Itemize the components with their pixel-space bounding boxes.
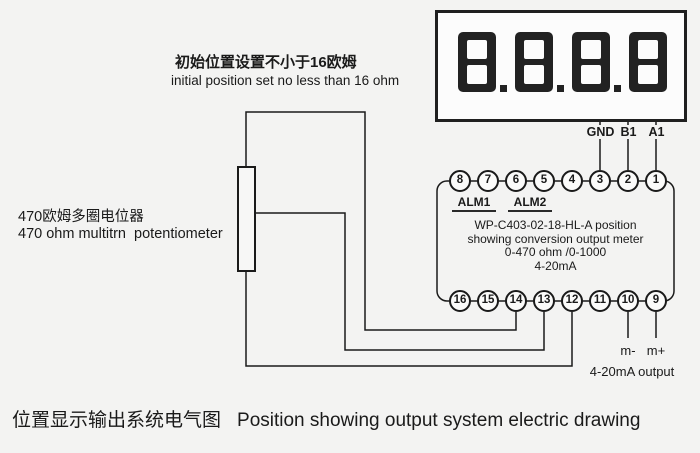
meter-desc-line: showing conversion output meter: [467, 231, 644, 246]
display-digit-3: [572, 32, 610, 92]
terminal-16: 16: [449, 290, 471, 312]
terminal-7: 7: [477, 170, 499, 192]
meter-range-line: 0-470 ohm /0-1000: [504, 245, 607, 259]
alm1-underline: [452, 210, 496, 212]
label-b1: B1: [619, 125, 638, 139]
decimal-point: [614, 85, 621, 92]
drawing-caption: 位置显示输出系统电气图 Position showing output syst…: [12, 405, 698, 432]
annotation-initial-position-en: initial position set no less than 16 ohm: [171, 73, 400, 88]
terminal-12: 12: [561, 290, 583, 312]
terminal-1: 1: [645, 170, 667, 192]
digit-window: [581, 40, 601, 59]
digit-window: [638, 40, 658, 59]
meter-description: WP-C403-02-18-HL-A position showing conv…: [437, 218, 674, 273]
terminal-8: 8: [449, 170, 471, 192]
digit-window: [581, 65, 601, 84]
meter-model-line: WP-C403-02-18-HL-A position: [474, 218, 637, 232]
terminal-5: 5: [533, 170, 555, 192]
digit-window: [467, 40, 487, 59]
potentiometer-symbol: [237, 166, 256, 272]
terminal-11: 11: [589, 290, 611, 312]
label-gnd: GND: [585, 125, 616, 139]
digit-window: [467, 65, 487, 84]
wire-pot-bottom-to-terminal-12: [245, 272, 573, 367]
label-alm2: ALM2: [513, 195, 547, 209]
decimal-point: [500, 85, 507, 92]
label-a1: A1: [647, 125, 666, 139]
decimal-point: [557, 85, 564, 92]
digit-window: [638, 65, 658, 84]
terminal-9: 9: [645, 290, 667, 312]
display-digit-2: [515, 32, 553, 92]
annotation-initial-position-cn: 初始位置设置不小于16欧姆: [175, 54, 357, 71]
label-m-minus: m-: [620, 343, 636, 358]
terminal-15: 15: [477, 290, 499, 312]
display-digit-1: [458, 32, 496, 92]
terminal-13: 13: [533, 290, 555, 312]
potentiometer-label-cn: 470欧姆多圈电位器: [18, 209, 144, 225]
caption-cn: 位置显示输出系统电气图: [12, 410, 222, 431]
label-4-20ma-output: 4-20mA output: [589, 364, 675, 379]
digit-window: [524, 65, 544, 84]
label-m-plus: m+: [646, 343, 666, 358]
terminal-2: 2: [617, 170, 639, 192]
caption-en: Position showing output system electric …: [237, 410, 641, 431]
digit-window: [524, 40, 544, 59]
display-digit-4: [629, 32, 667, 92]
terminal-6: 6: [505, 170, 527, 192]
potentiometer-label-en: 470 ohm multitrn potentiometer: [18, 226, 223, 242]
terminal-4: 4: [561, 170, 583, 192]
alm2-underline: [508, 210, 552, 212]
terminal-10: 10: [617, 290, 639, 312]
terminal-3: 3: [589, 170, 611, 192]
meter-output-line: 4-20mA: [534, 258, 577, 273]
label-alm1: ALM1: [457, 195, 491, 209]
terminal-14: 14: [505, 290, 527, 312]
digital-display: [435, 10, 687, 122]
